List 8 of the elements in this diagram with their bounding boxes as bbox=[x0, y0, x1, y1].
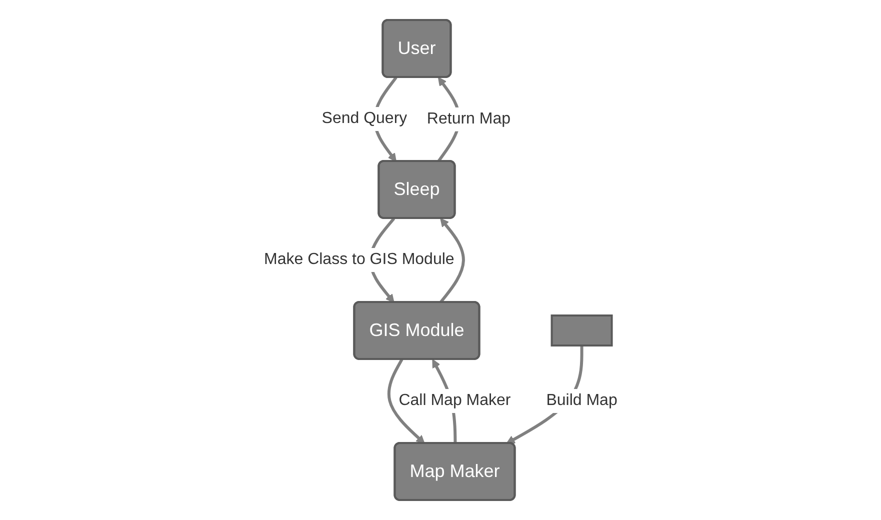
arrow bbox=[439, 218, 465, 304]
node-box bbox=[550, 314, 613, 346]
edge-label: Send Query bbox=[322, 110, 407, 127]
edge-label: Make Class to GIS Module bbox=[264, 250, 454, 268]
edge-label: Return Map bbox=[426, 110, 510, 128]
edge-label: Build Map bbox=[546, 392, 618, 409]
arrow bbox=[387, 358, 425, 444]
edge-label: Call Map Maker bbox=[398, 392, 511, 409]
